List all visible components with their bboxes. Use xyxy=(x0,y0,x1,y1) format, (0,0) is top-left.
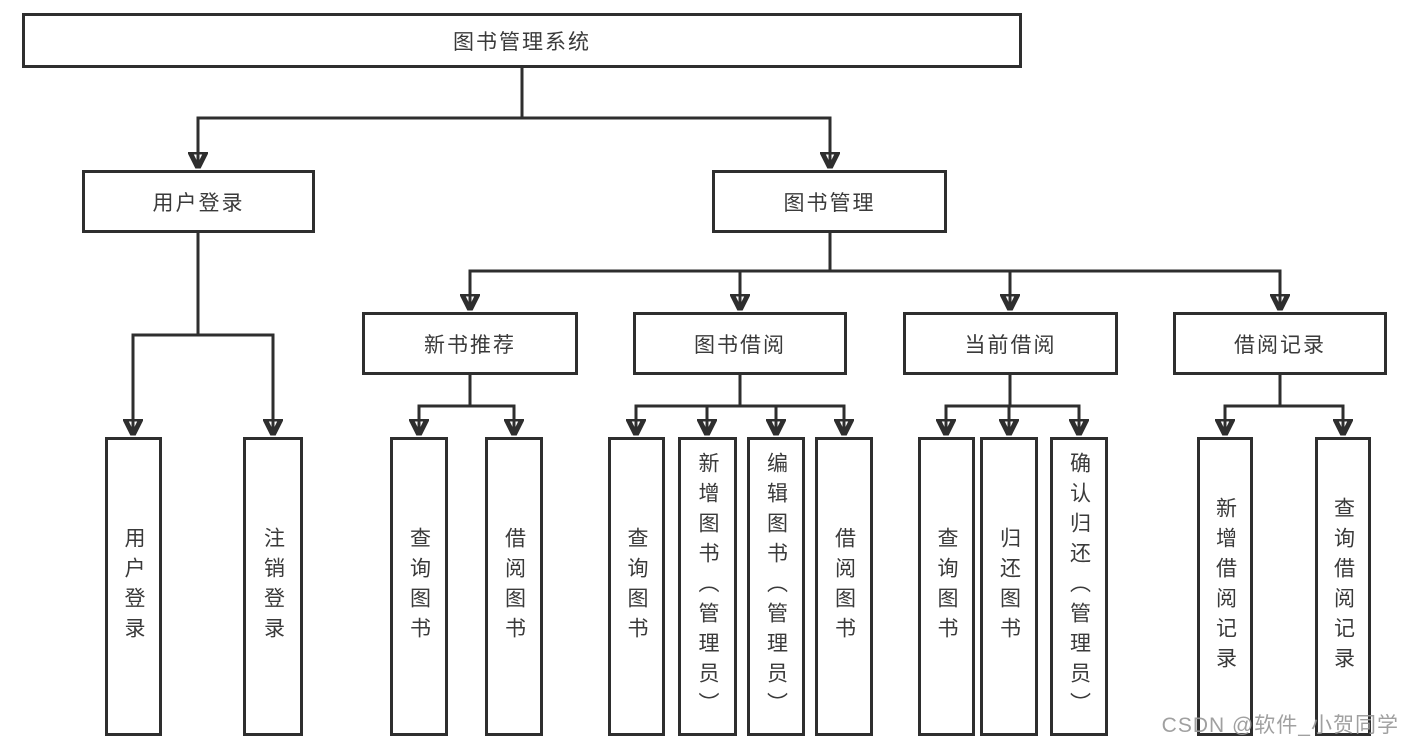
leaf-search-books-recommend: 查询图书 xyxy=(390,437,448,736)
node-label: 借阅图书 xyxy=(832,526,856,647)
connector-root-to-level2 xyxy=(198,66,830,169)
node-book-borrowing: 图书借阅 xyxy=(633,312,847,375)
leaf-return-books: 归还图书 xyxy=(980,437,1038,736)
node-label: 当前借阅 xyxy=(964,333,1057,357)
leaf-search-books-borrowing: 查询图书 xyxy=(608,437,665,736)
node-user-login: 用户登录 xyxy=(82,170,315,233)
leaf-add-books-admin: 新增图书（管理员） xyxy=(678,437,737,736)
leaf-user-login: 用户登录 xyxy=(105,437,162,736)
node-library-management-system: 图书管理系统 xyxy=(22,13,1022,68)
node-label: 注销登录 xyxy=(261,526,285,647)
node-current-borrowing: 当前借阅 xyxy=(903,312,1118,375)
leaf-add-borrow-record: 新增借阅记录 xyxy=(1197,437,1253,736)
csdn-watermark: CSDN @软件_小贺同学 xyxy=(1161,714,1399,737)
node-label: 用户登录 xyxy=(152,191,245,215)
leaf-edit-books-admin: 编辑图书（管理员） xyxy=(747,437,805,736)
node-label: 图书管理 xyxy=(783,191,876,215)
connector-borrowing-records-children xyxy=(1225,373,1343,436)
connector-book-management-children xyxy=(470,231,1280,311)
leaf-search-books-current: 查询图书 xyxy=(918,437,975,736)
leaf-logout: 注销登录 xyxy=(243,437,303,736)
node-label: 归还图书 xyxy=(997,526,1021,647)
node-label: 借阅图书 xyxy=(502,526,526,647)
connector-user-login-children xyxy=(133,231,273,436)
connector-book-borrowing-children xyxy=(636,373,844,436)
node-label: 用户登录 xyxy=(122,526,145,647)
leaf-confirm-return-admin: 确认归还（管理员） xyxy=(1050,437,1108,736)
node-label: 查询图书 xyxy=(625,526,648,647)
node-borrowing-records: 借阅记录 xyxy=(1173,312,1387,375)
node-label: 新增图书（管理员） xyxy=(696,451,719,722)
node-label: 图书管理系统 xyxy=(453,30,591,54)
node-label: 借阅记录 xyxy=(1234,333,1326,357)
node-new-book-recommendation: 新书推荐 xyxy=(362,312,578,375)
node-label: 查询图书 xyxy=(407,526,431,647)
leaf-search-borrow-record: 查询借阅记录 xyxy=(1315,437,1371,736)
node-label: 编辑图书（管理员） xyxy=(764,451,788,722)
leaf-borrow-books-recommend: 借阅图书 xyxy=(485,437,543,736)
connector-new-book-recommendation-children xyxy=(419,373,514,436)
node-label: 新书推荐 xyxy=(424,333,516,357)
node-label: 图书借阅 xyxy=(694,333,786,357)
node-label: 确认归还（管理员） xyxy=(1067,451,1091,722)
node-label: 查询图书 xyxy=(935,526,958,647)
leaf-borrow-books: 借阅图书 xyxy=(815,437,873,736)
node-label: 查询借阅记录 xyxy=(1331,496,1355,677)
node-label: 新增借阅记录 xyxy=(1213,496,1237,677)
connector-current-borrowing-children xyxy=(946,373,1079,436)
node-book-management: 图书管理 xyxy=(712,170,947,233)
